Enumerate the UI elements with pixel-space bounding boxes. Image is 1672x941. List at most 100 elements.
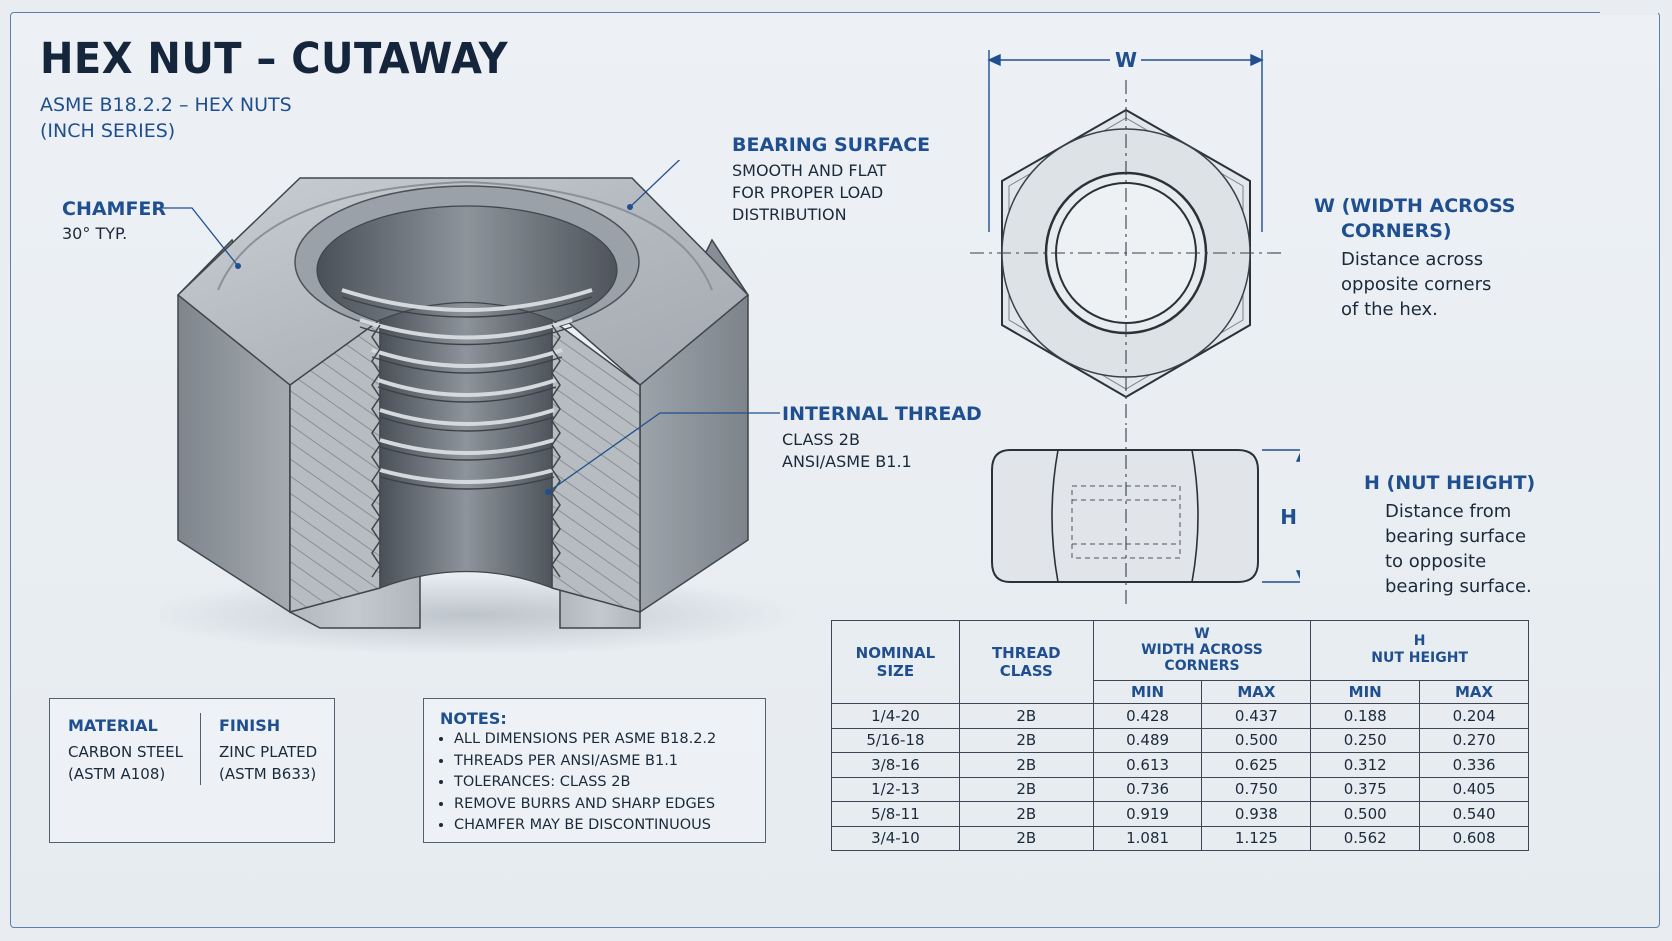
width-description-line: of the hex. [1341,299,1438,320]
page-title: HEX NUT – CUTAWAY [40,34,509,84]
hex-nut-cutaway-illustration [160,160,800,655]
material-label: MATERIAL [68,716,158,735]
table-cell: 0.489 [1092,727,1203,753]
width-description-line: Distance across [1341,249,1484,270]
header-nominal-size: NOMINAL SIZE [831,620,960,704]
table-cell: 2B [958,776,1094,802]
table-cell: 2B [958,801,1094,827]
table-cell: 0.500 [1310,801,1421,827]
height-description-line: bearing surface. [1385,576,1532,597]
h-dimension-label: H [1280,505,1297,529]
bearing-surface-title: BEARING SURFACE [732,134,931,156]
material-line: CARBON STEEL [68,743,183,761]
subtitle-line: ASME B18.2.2 – HEX NUTS [40,94,292,116]
table-cell: 1/2-13 [831,776,960,802]
w-dimension-label: W [1115,48,1137,72]
table-cell: 2B [958,825,1094,851]
table-cell: 1.125 [1201,825,1312,851]
finish-line: (ASTM B633) [219,765,317,783]
table-cell: 0.562 [1310,825,1421,851]
chamfer-callout-text: 30° TYP. [62,224,128,243]
table-cell: 0.405 [1419,776,1529,802]
note-item: CHAMFER MAY BE DISCONTINUOUS [454,815,716,837]
table-cell: 0.938 [1201,801,1312,827]
note-item: TOLERANCES: CLASS 2B [454,772,716,794]
chamfer-callout-title: CHAMFER [62,198,167,220]
hex-side-view [991,449,1259,583]
notes-list: ALL DIMENSIONS PER ASME B18.2.2 THREADS … [438,729,716,837]
table-cell: 5/8-11 [831,801,960,827]
finish-label: FINISH [219,716,281,735]
height-description-title: H (NUT HEIGHT) [1364,472,1536,494]
internal-thread-callout: INTERNAL THREAD CLASS 2B ANSI/ASME B1.1 [782,403,982,473]
table-cell: 0.204 [1419,703,1529,729]
table-cell: 0.312 [1310,752,1421,778]
internal-thread-title: INTERNAL THREAD [782,403,982,425]
internal-thread-line: CLASS 2B [782,430,860,449]
internal-thread-line: ANSI/ASME B1.1 [782,452,912,471]
width-description-title: W (WIDTH ACROSS [1314,195,1516,217]
table-cell: 0.428 [1092,703,1203,729]
width-description: W (WIDTH ACROSS CORNERS) Distance across… [1314,194,1644,322]
table-cell: 0.437 [1201,703,1312,729]
bearing-surface-line: SMOOTH AND FLAT [732,161,887,180]
height-description-line: to opposite [1385,551,1487,572]
table-cell: 2B [958,727,1094,753]
finish-line: ZINC PLATED [219,743,318,761]
material-line: (ASTM A108) [68,765,166,783]
header-width-across-corners: W WIDTH ACROSS CORNERS [1092,620,1312,681]
table-cell: 0.270 [1419,727,1529,753]
bearing-surface-line: DISTRIBUTION [732,205,847,224]
header-h-min: MIN [1310,679,1421,705]
table-cell: 3/8-16 [831,752,960,778]
subtitle-line: (INCH SERIES) [40,120,176,142]
table-cell: 3/4-10 [831,825,960,851]
finish-section: FINISH ZINC PLATED (ASTM B633) [219,716,317,785]
bearing-surface-callout: BEARING SURFACE SMOOTH AND FLAT FOR PROP… [732,134,930,226]
table-cell: 0.250 [1310,727,1421,753]
header-thread-class: THREAD CLASS [958,620,1094,704]
table-cell: 0.613 [1092,752,1203,778]
table-cell: 0.540 [1419,801,1529,827]
table-cell: 0.608 [1419,825,1529,851]
notes-title: NOTES: [440,709,507,728]
table-cell: 0.336 [1419,752,1529,778]
height-description-line: Distance from [1385,501,1512,522]
notes-box: NOTES: ALL DIMENSIONS PER ASME B18.2.2 T… [423,698,766,843]
header-h-max: MAX [1419,679,1529,705]
table-cell: 2B [958,752,1094,778]
table-cell: 0.919 [1092,801,1203,827]
header-w-max: MAX [1201,679,1312,705]
table-cell: 0.625 [1201,752,1312,778]
material-section: MATERIAL CARBON STEEL (ASTM A108) [68,716,183,785]
dimensions-table: NOMINAL SIZE THREAD CLASS W WIDTH ACROSS… [831,620,1529,851]
note-item: REMOVE BURRS AND SHARP EDGES [454,794,716,816]
table-subheader-row: MIN MAX MIN MAX [832,679,1529,705]
table-cell: 2B [958,703,1094,729]
table-cell: 0.750 [1201,776,1312,802]
table-header-row: NOMINAL SIZE THREAD CLASS W WIDTH ACROSS… [831,620,1529,704]
table-cell: 0.188 [1310,703,1421,729]
height-description-line: bearing surface [1385,526,1527,547]
chamfer-callout: CHAMFER 30° TYP. [62,198,166,245]
material-finish-box: MATERIAL CARBON STEEL (ASTM A108) FINISH… [49,698,335,843]
table-cell: 1/4-20 [831,703,960,729]
note-item: ALL DIMENSIONS PER ASME B18.2.2 [454,729,716,751]
table-cell: 0.736 [1092,776,1203,802]
table-cell: 0.375 [1310,776,1421,802]
width-description-line: opposite corners [1341,274,1492,295]
page-subtitle: ASME B18.2.2 – HEX NUTS (INCH SERIES) [40,92,292,144]
orthographic-views: W H [970,48,1300,604]
note-item: THREADS PER ANSI/ASME B1.1 [454,751,716,773]
width-description-title: CORNERS) [1341,220,1452,242]
divider [200,713,201,785]
table-cell: 5/16-18 [831,727,960,753]
thread-crests [341,288,593,484]
